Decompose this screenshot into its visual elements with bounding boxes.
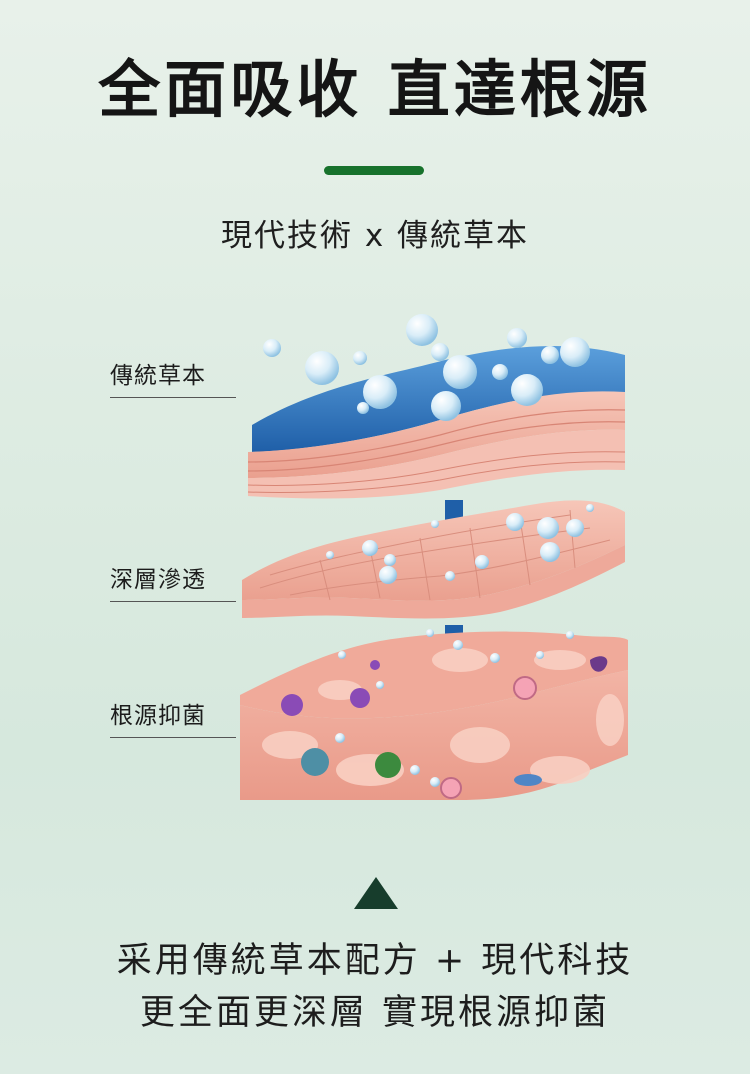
- footer-line-2: 更全面更深層 實現根源抑菌: [139, 993, 611, 1033]
- herbal-bubbles: [263, 314, 590, 421]
- layer-label-herbal: 傳統草本: [110, 361, 236, 398]
- penetration-layer: [242, 500, 625, 619]
- layer-label-penetration: 深層滲透: [110, 565, 236, 602]
- penetration-bubbles: [326, 504, 594, 584]
- pointer-triangle-icon: [354, 877, 398, 909]
- page-title: 全面吸收 直達根源: [98, 53, 652, 126]
- tissue-block: [240, 631, 628, 800]
- tissue-bubbles: [335, 629, 574, 787]
- title-underline: [324, 166, 424, 175]
- bacteria-icons: [281, 656, 608, 799]
- footer-line-1: 采用傳統草本配方 + 現代科技: [116, 941, 634, 981]
- skin-layers-illustration: [240, 314, 628, 800]
- page-subtitle: 現代技術 x 傳統草本: [220, 218, 530, 254]
- layer-label-antibacterial: 根源抑菌: [110, 701, 236, 738]
- herbal-layer: [247, 345, 626, 499]
